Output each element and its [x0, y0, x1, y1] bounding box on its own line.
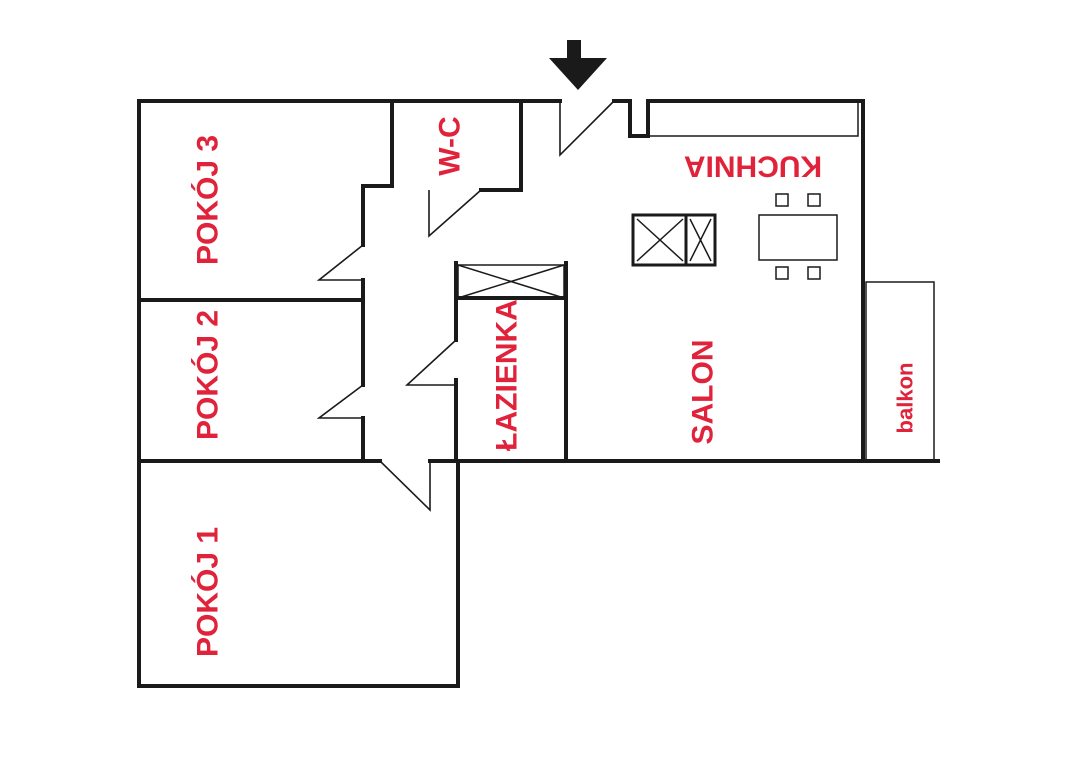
fixtures: [457, 101, 935, 461]
room-label-kuchnia: KUCHNIA: [684, 150, 822, 183]
room-label-salon: SALON: [687, 340, 720, 445]
interior-walls: [137, 99, 568, 463]
pokoj2-door: [316, 384, 364, 419]
room-label-balkon: balkon: [893, 363, 918, 434]
doors: [316, 100, 615, 512]
room-label-pokoj2: POKÓJ 2: [191, 310, 225, 440]
room-label-lazienka: ŁAZIENKA: [491, 299, 524, 451]
wc-door: [428, 189, 482, 238]
pokoj3-door: [316, 244, 364, 281]
outer-walls: [137, 99, 940, 688]
room-label-wc: W-C: [434, 116, 467, 175]
dining-table: [758, 193, 838, 280]
arrow-down-icon: [549, 40, 607, 90]
lazienka-door: [404, 339, 457, 386]
room-label-pokoj3: POKÓJ 3: [191, 135, 225, 265]
kitchen-appliances: [631, 213, 717, 267]
pokoj1-door: [379, 460, 431, 512]
room-label-pokoj1: POKÓJ 1: [191, 527, 225, 657]
room-labels: POKÓJ 3 POKÓJ 2 POKÓJ 1 W-C ŁAZIENKA SAL…: [191, 116, 918, 657]
entrance-door: [559, 100, 615, 157]
